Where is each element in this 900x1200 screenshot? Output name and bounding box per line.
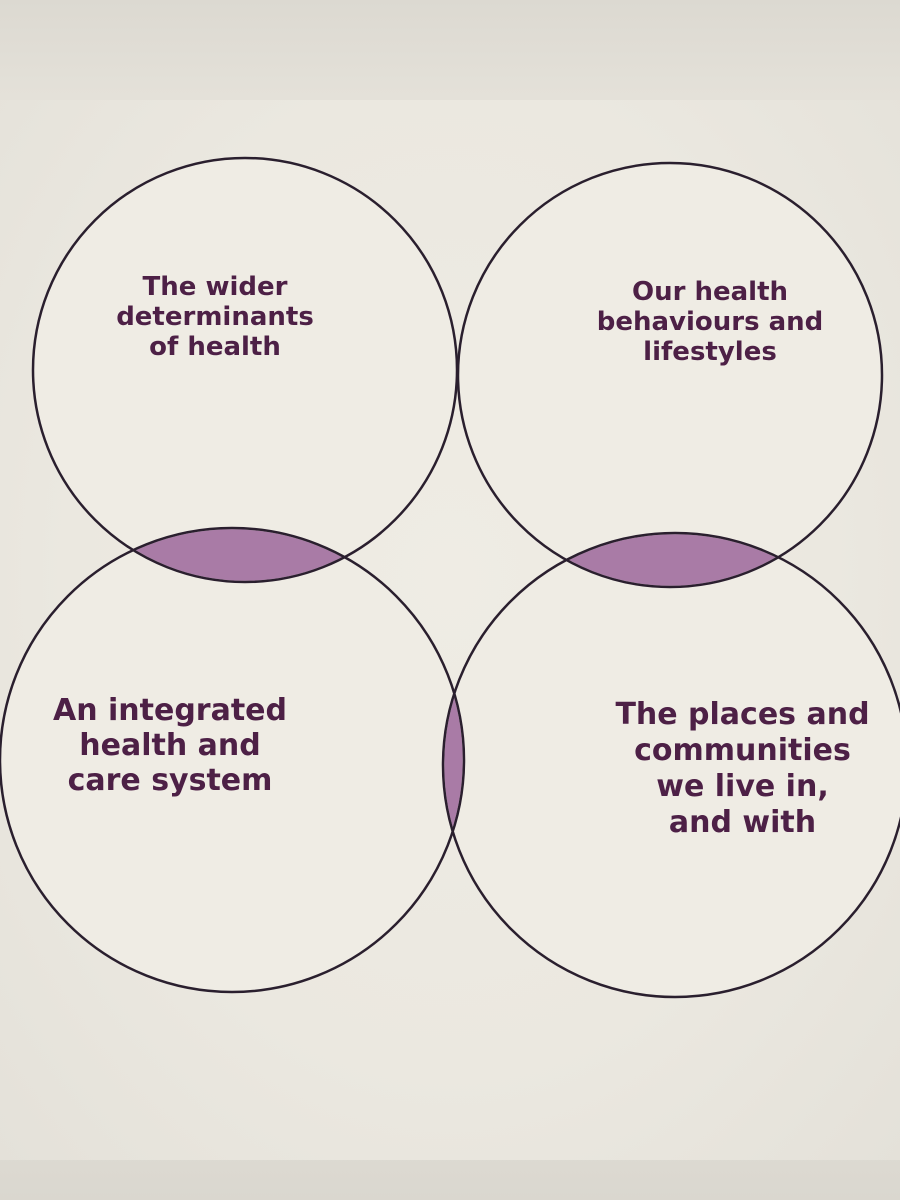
label-health-behaviours: Our health behaviours and lifestyles	[596, 277, 824, 368]
circle-places-communities	[443, 533, 900, 997]
circle-health-behaviours	[458, 163, 882, 587]
label-wider-determinants: The wider determinants of health	[116, 272, 314, 363]
label-places-communities: The places and communities we live in, a…	[615, 697, 870, 840]
circle-integrated-care	[0, 528, 464, 992]
label-integrated-care: An integrated health and care system	[52, 693, 288, 798]
circle-wider-determinants	[33, 158, 457, 582]
circle-outlines	[0, 156, 900, 999]
outline-bottom-left	[0, 526, 466, 994]
outline-top-right	[456, 161, 884, 589]
circle-fills	[0, 158, 900, 997]
outline-bottom-right	[441, 531, 900, 999]
